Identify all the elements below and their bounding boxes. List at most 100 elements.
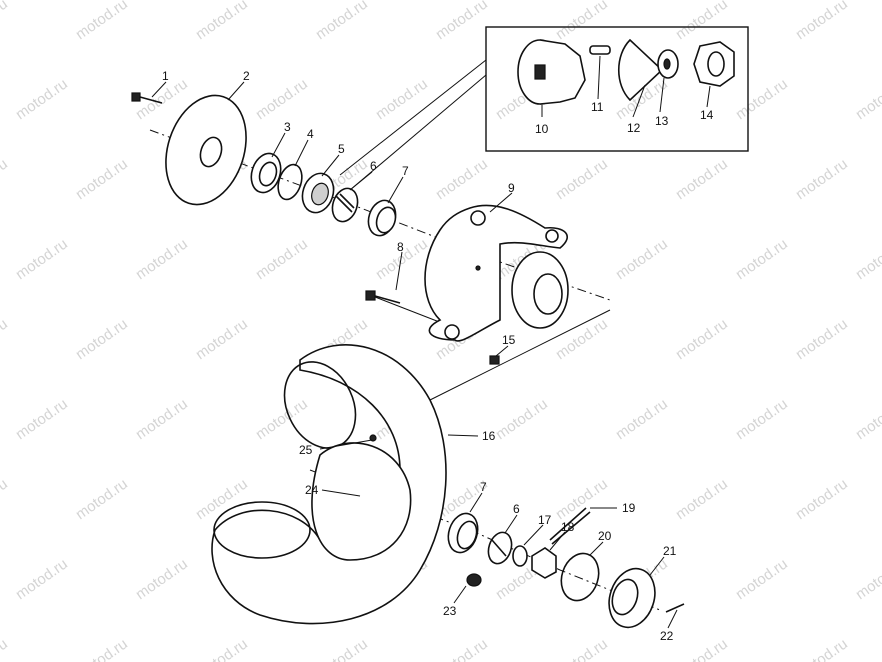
watermark-text: motod.ru xyxy=(13,555,71,603)
watermark-text: motod.ru xyxy=(553,315,611,363)
callout-8: 8 xyxy=(397,240,404,254)
callout-4: 4 xyxy=(307,127,314,141)
callout-11: 11 xyxy=(591,100,604,114)
part-9-steering-knuckle xyxy=(424,204,569,342)
hub-to-wheel-guide xyxy=(429,309,611,401)
detail-inset-box xyxy=(485,26,749,152)
watermark-text: motod.ru xyxy=(0,0,11,43)
watermark-text: motod.ru xyxy=(793,635,851,662)
callout-labels: 1 2 3 4 5 6 7 8 9 10 11 12 13 14 15 16 1… xyxy=(162,69,714,643)
callout-15: 15 xyxy=(502,333,516,347)
callout-14: 14 xyxy=(700,108,714,122)
callout-22: 22 xyxy=(660,629,674,643)
callout-13: 13 xyxy=(655,114,669,128)
watermark-text: motod.ru xyxy=(553,635,611,662)
watermark-text: motod.ru xyxy=(0,155,11,203)
callout-2: 2 xyxy=(243,69,250,83)
watermark-text: motod.ru xyxy=(793,0,851,43)
watermark-text: motod.ru xyxy=(733,555,791,603)
watermark-text: motod.ru xyxy=(313,635,371,662)
part-7-bearing-race-upper xyxy=(367,199,397,237)
watermark-text: motod.ru xyxy=(193,0,251,43)
callout-6-lower: 6 xyxy=(513,502,520,516)
watermark-text: motod.ru xyxy=(253,75,311,123)
watermark-text: motod.ru xyxy=(553,155,611,203)
part-22-screw xyxy=(665,603,685,613)
part-14-castle-nut xyxy=(693,41,735,87)
callout-17: 17 xyxy=(538,513,552,527)
watermark-text: motod.ru xyxy=(0,635,11,662)
callout-3: 3 xyxy=(284,120,291,134)
watermark-text: motod.ru xyxy=(793,475,851,523)
watermark-text: motod.ru xyxy=(133,235,191,283)
part-3-seal xyxy=(250,152,282,194)
leader-lines xyxy=(151,55,711,629)
part-10-hub-assembly xyxy=(517,39,586,105)
callout-18: 18 xyxy=(561,520,575,534)
part-1-bolt xyxy=(131,92,163,104)
watermark-text: motod.ru xyxy=(13,235,71,283)
part-13-washer xyxy=(657,49,679,79)
watermark-text: motod.ru xyxy=(553,475,611,523)
callout-19: 19 xyxy=(622,501,636,515)
part-2-brake-disc xyxy=(165,94,247,206)
watermark-text: motod.ru xyxy=(613,395,671,443)
part-21-hub-cap xyxy=(608,567,656,629)
watermark-text: motod.ru xyxy=(793,155,851,203)
watermark-text: motod.ru xyxy=(853,75,882,123)
callout-20: 20 xyxy=(598,529,612,543)
watermark-text: motod.ru xyxy=(853,395,882,443)
part-15-nut xyxy=(489,355,500,365)
callout-9: 9 xyxy=(508,181,515,195)
watermark-text: motod.ru xyxy=(253,235,311,283)
leader-24 xyxy=(321,489,361,497)
watermark-text: motod.ru xyxy=(73,315,131,363)
watermark-text: motod.ru xyxy=(673,475,731,523)
watermark-text: motod.ru xyxy=(433,635,491,662)
watermark-text: motod.ru xyxy=(673,155,731,203)
watermark-text: motod.ru xyxy=(133,555,191,603)
callout-12: 12 xyxy=(627,121,641,135)
watermark-text: motod.ru xyxy=(733,75,791,123)
callout-7-upper: 7 xyxy=(402,164,409,178)
watermark-text: motod.ru xyxy=(673,315,731,363)
watermark-text: motod.ru xyxy=(73,0,131,43)
inset-leader-line-2 xyxy=(349,74,487,191)
watermark-text: motod.ru xyxy=(73,475,131,523)
watermark-text: motod.ru xyxy=(493,395,551,443)
part-18-nut xyxy=(531,547,557,579)
callout-10: 10 xyxy=(535,122,549,136)
callout-1: 1 xyxy=(162,69,169,83)
watermark-text: motod.ru xyxy=(853,235,882,283)
wheel-axis-line xyxy=(309,469,661,611)
callout-24: 24 xyxy=(305,483,319,497)
callout-21: 21 xyxy=(663,544,677,558)
watermark-text: motod.ru xyxy=(13,395,71,443)
watermark-text: motod.ru xyxy=(733,235,791,283)
part-12-dust-cap xyxy=(618,38,664,102)
watermark-text: motod.ru xyxy=(0,315,11,363)
part-7-bearing-race-lower xyxy=(447,512,479,554)
callout-6-upper: 6 xyxy=(370,159,377,173)
tire-inner-rim-bottom xyxy=(213,501,311,559)
watermark-text: motod.ru xyxy=(193,315,251,363)
watermark-text: motod.ru xyxy=(793,315,851,363)
watermark-text: motod.ru xyxy=(733,395,791,443)
part-19-cotter-pin xyxy=(549,507,591,545)
part-16-tire xyxy=(211,344,447,625)
watermark-text: motod.ru xyxy=(0,475,11,523)
leader-25 xyxy=(319,439,373,450)
callout-5: 5 xyxy=(338,142,345,156)
part-6-bearing-cone-lower xyxy=(487,531,513,565)
watermark-text: motod.ru xyxy=(133,395,191,443)
callout-16: 16 xyxy=(482,429,496,443)
watermark-text: motod.ru xyxy=(13,75,71,123)
watermark-text: motod.ru xyxy=(613,235,671,283)
watermark-text: motod.ru xyxy=(73,635,131,662)
watermark-text: motod.ru xyxy=(433,155,491,203)
watermark-text: motod.ru xyxy=(673,0,731,43)
watermark-text: motod.ru xyxy=(373,75,431,123)
part-11-pin xyxy=(589,45,611,55)
part-6-bearing-cone-upper xyxy=(331,187,359,223)
